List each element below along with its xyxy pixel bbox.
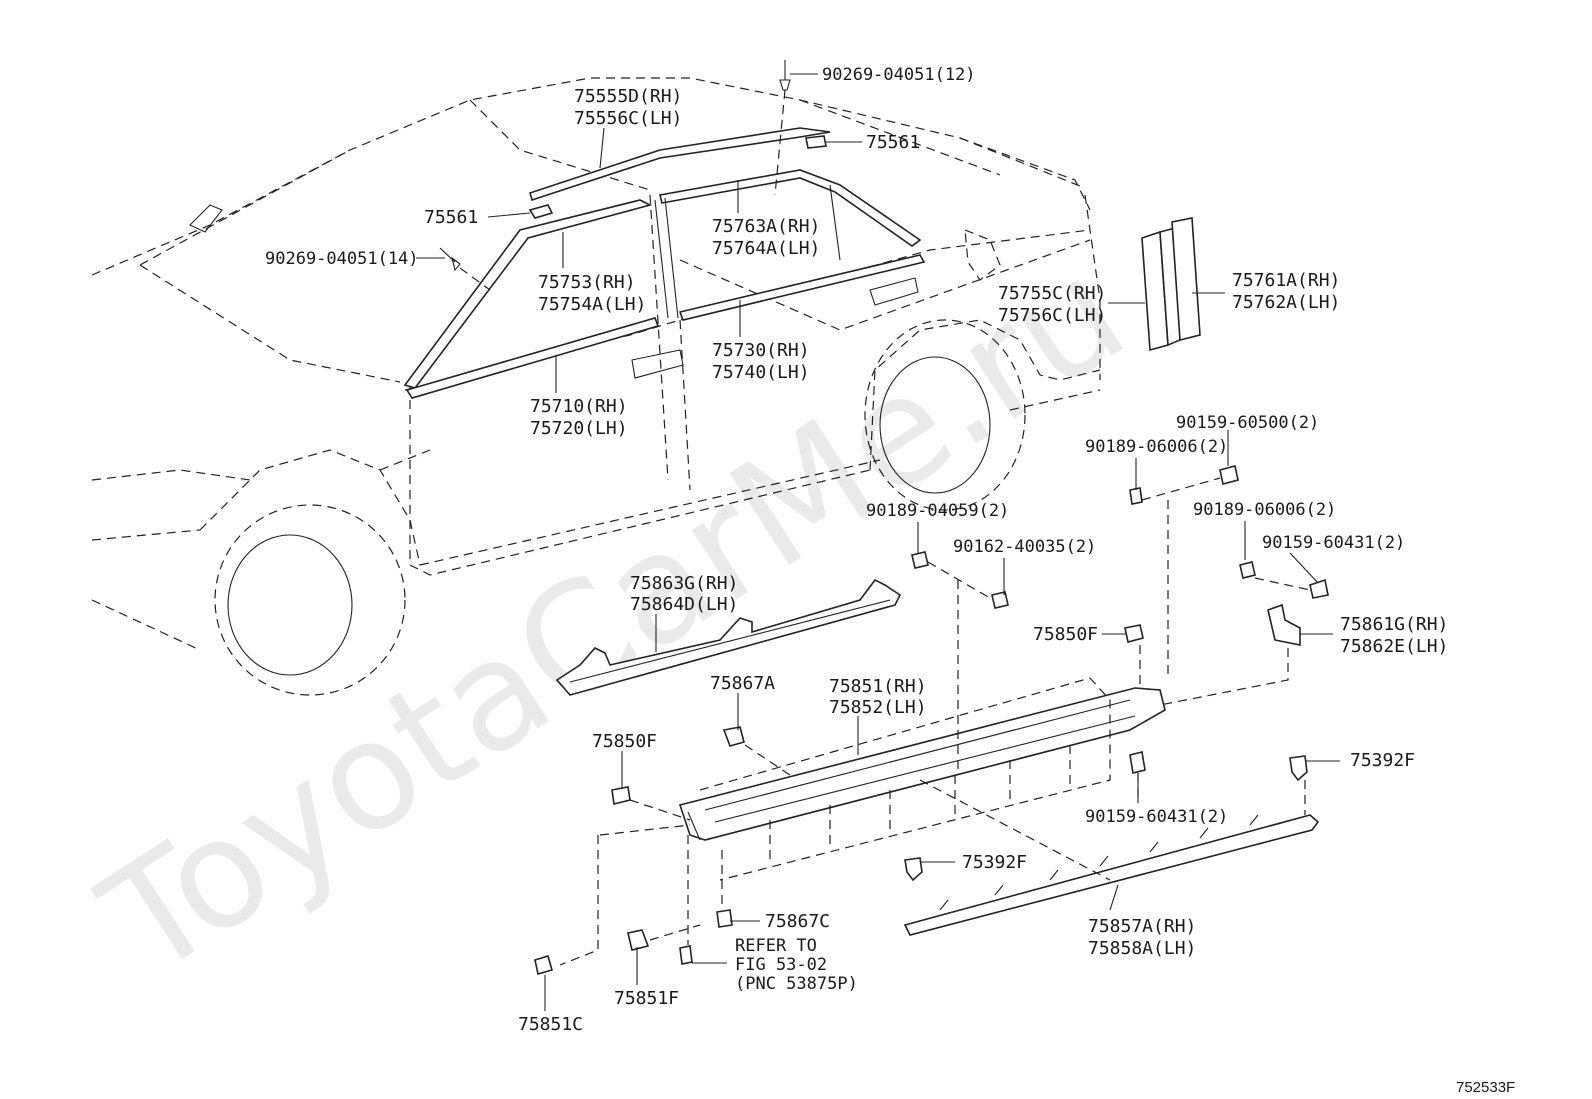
label-75392f-right: 75392F xyxy=(1350,750,1415,771)
label-75764a: 75764A(LH) xyxy=(712,238,820,259)
label-75761a: 75761A(RH) xyxy=(1232,270,1340,291)
label-90159-60500: 90159-60500(2) xyxy=(1176,413,1319,433)
label-75561-top: 75561 xyxy=(866,132,920,153)
clip-75392f-left-icon xyxy=(904,857,923,882)
nut-90189-b-icon xyxy=(1239,561,1256,579)
bolt-refer-icon xyxy=(679,945,693,965)
screw-90159-60431-b-icon xyxy=(1129,751,1146,774)
leader-lines xyxy=(416,73,1340,1011)
label-75851c: 75851C xyxy=(518,1014,583,1035)
label-90189-06006-a: 90189-06006(2) xyxy=(1085,437,1228,457)
rocker-lower-molding xyxy=(903,814,1320,936)
screw-90159-60500-icon xyxy=(1219,465,1239,485)
assembly-lines xyxy=(559,477,1311,966)
label-90162-40035: 90162-40035(2) xyxy=(953,537,1096,557)
label-75850f-left: 75850F xyxy=(592,731,657,752)
window-frame-molding-rear xyxy=(654,169,926,321)
quarter-pillar-garnish xyxy=(1141,217,1201,352)
roof-molding xyxy=(529,127,831,202)
label-75730: 75730(RH) xyxy=(712,340,810,361)
label-75755c: 75755C(RH) xyxy=(998,283,1106,304)
label-90159-60431-b: 90159-60431(2) xyxy=(1085,807,1228,827)
window-frame-molding-front xyxy=(403,199,660,399)
nut-90189-a-icon xyxy=(1129,487,1143,505)
nut-90189-04059-icon xyxy=(911,551,929,569)
watermark: ToyotaCarMe.ru xyxy=(74,225,1154,1011)
rocker-panel-molding xyxy=(678,677,1166,881)
clip-75851c-icon xyxy=(534,954,553,976)
label-75561-left: 75561 xyxy=(424,207,478,228)
label-refer-line-3: (PNC 53875P) xyxy=(735,974,858,994)
screw-90162-icon xyxy=(991,591,1009,609)
label-90189-04059: 90189-04059(2) xyxy=(866,501,1009,521)
label-75756c: 75756C(LH) xyxy=(998,305,1106,326)
label-75710: 75710(RH) xyxy=(530,396,628,417)
label-refer-line-1: REFER TO xyxy=(735,936,817,956)
label-75763a: 75763A(RH) xyxy=(712,216,820,237)
clip-75851f-icon xyxy=(627,929,650,951)
label-75754a: 75754A(LH) xyxy=(538,294,646,315)
clip-75392f-right-icon xyxy=(1289,755,1308,782)
part-labels: 90269-04051(12) 75555D(RH) 75556C(LH) 75… xyxy=(265,65,1515,1096)
screw-75867c-icon xyxy=(716,909,733,928)
door-handle-front-icon xyxy=(631,349,684,379)
label-refer-line-2: FIG 53-02 xyxy=(735,955,827,975)
label-75753: 75753(RH) xyxy=(538,272,636,293)
label-90269-04051-14: 90269-04051(14) xyxy=(265,249,419,269)
label-75864d: 75864D(LH) xyxy=(630,594,738,615)
label-75851: 75851(RH) xyxy=(829,676,927,697)
clip-75850f-left-icon xyxy=(611,786,631,805)
label-75852: 75852(LH) xyxy=(829,697,927,718)
label-75556c: 75556C(LH) xyxy=(574,108,682,129)
label-75392f-left: 75392F xyxy=(962,852,1027,873)
clip-75850f-right-icon xyxy=(1124,624,1144,643)
screw-75867a-icon xyxy=(722,726,745,747)
label-75867a: 75867A xyxy=(710,673,775,694)
screw-90159-60431-a-icon xyxy=(1309,578,1329,599)
label-75762a: 75762A(LH) xyxy=(1232,292,1340,313)
bracket-icon xyxy=(1267,603,1301,646)
roof-clip-right-icon xyxy=(805,135,827,149)
label-90189-06006-b: 90189-06006(2) xyxy=(1193,500,1336,520)
roof-clip-left-icon xyxy=(528,204,554,219)
label-75851f: 75851F xyxy=(614,988,679,1009)
label-90159-60431-a: 90159-60431(2) xyxy=(1262,533,1405,553)
label-75867c: 75867C xyxy=(765,911,830,932)
label-75740: 75740(LH) xyxy=(712,362,810,383)
label-75850f-right: 75850F xyxy=(1033,624,1098,645)
label-75861g: 75861G(RH) xyxy=(1340,614,1448,635)
door-handle-rear-icon xyxy=(869,277,919,306)
figure-code: 752533F xyxy=(1456,1079,1515,1096)
rivet-left-icon xyxy=(439,247,491,291)
label-75555d: 75555D(RH) xyxy=(574,86,682,107)
rivet-top-icon xyxy=(774,60,791,196)
label-75863g: 75863G(RH) xyxy=(630,573,738,594)
label-75862e: 75862E(LH) xyxy=(1340,636,1448,657)
rocker-inner-garnish xyxy=(555,578,902,696)
label-75858a: 75858A(LH) xyxy=(1088,938,1196,959)
mirror-icon xyxy=(189,204,223,233)
label-90269-04051-12: 90269-04051(12) xyxy=(822,65,976,85)
label-75857a: 75857A(RH) xyxy=(1088,916,1196,937)
label-75720: 75720(LH) xyxy=(530,418,628,439)
